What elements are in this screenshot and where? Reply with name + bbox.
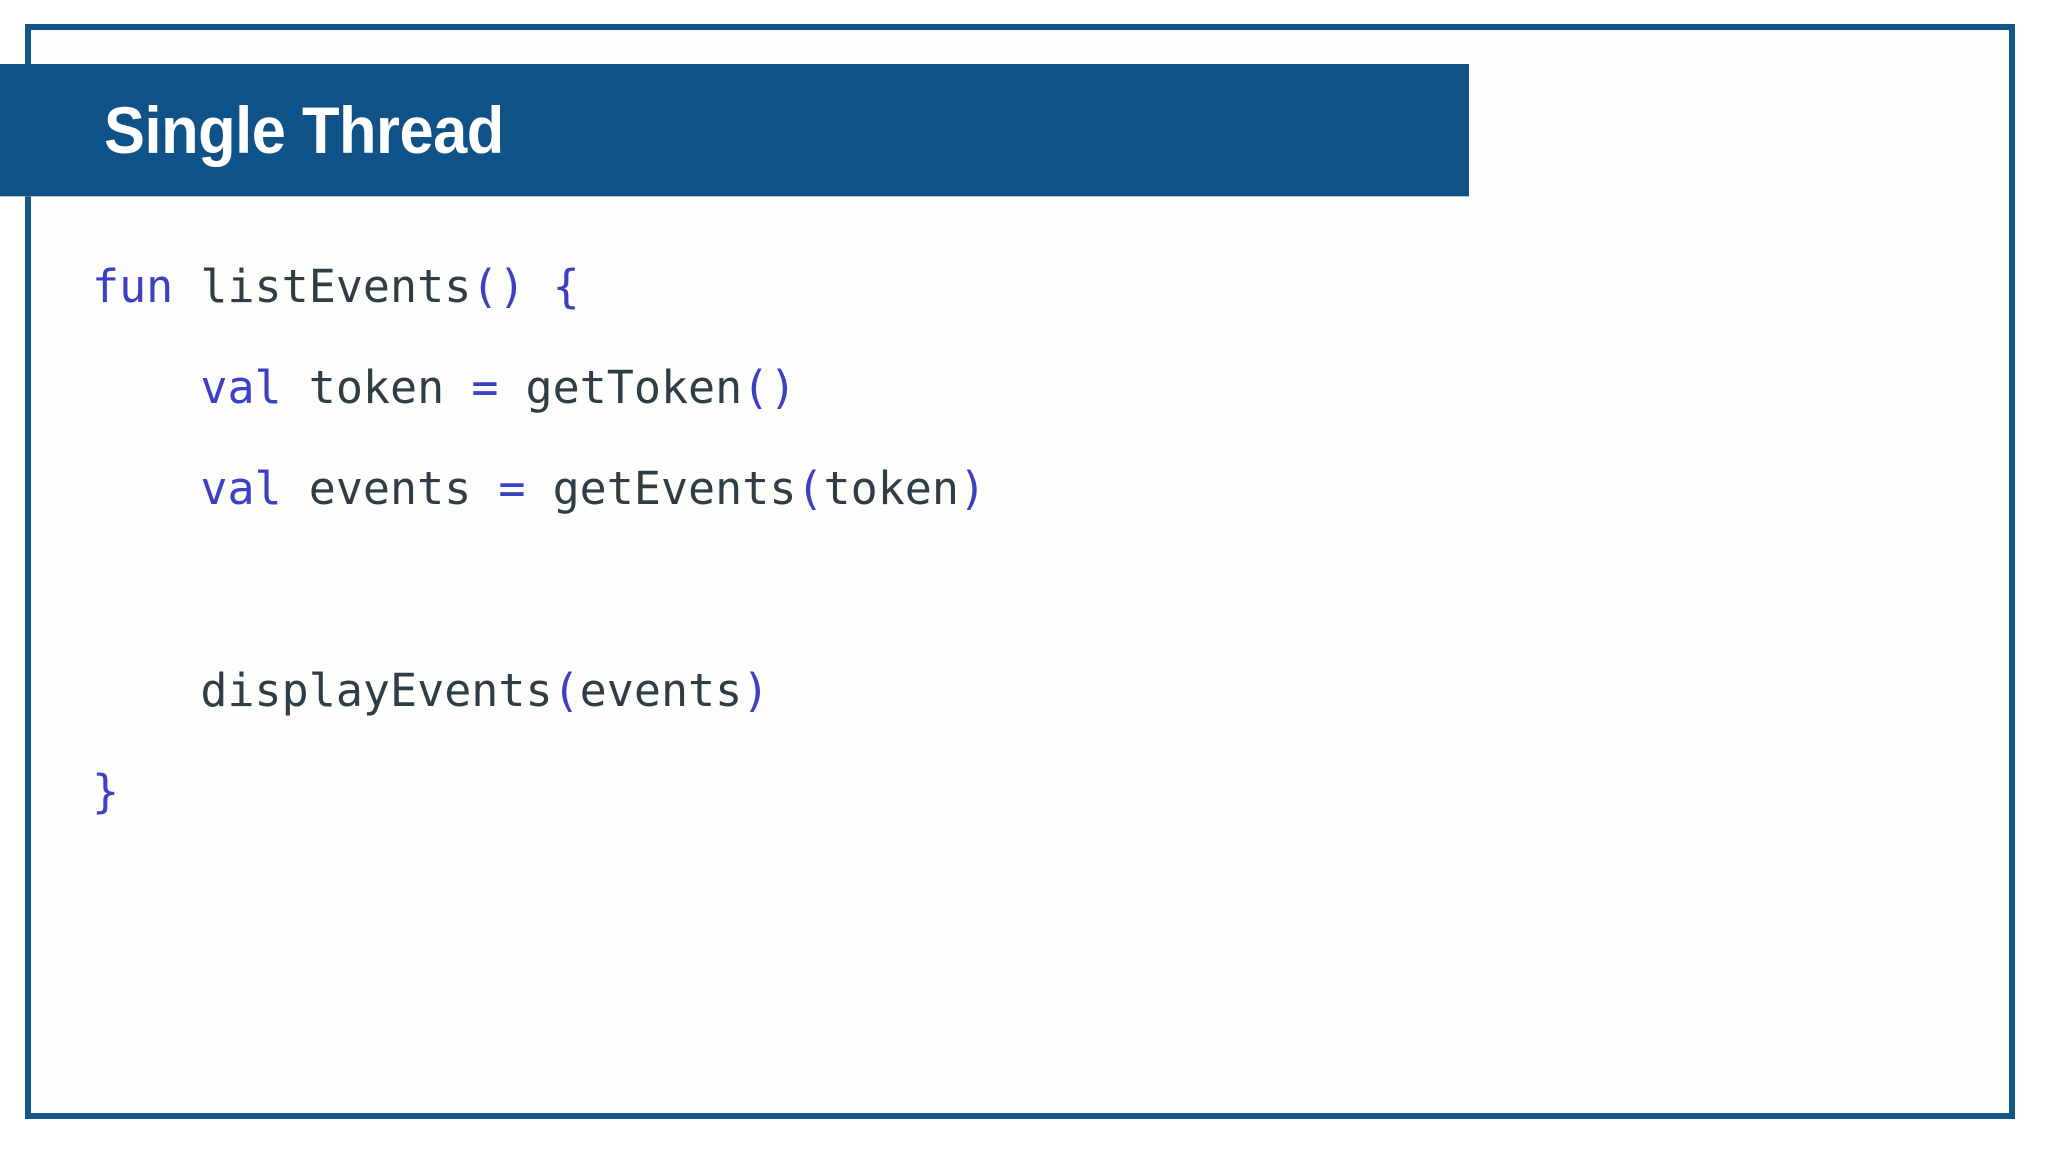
code-token-punctuation: ) (959, 462, 987, 515)
code-token-punctuation: ( (796, 462, 824, 515)
code-token-identifier: getEvents (552, 462, 797, 515)
title-banner: Single Thread (0, 64, 1469, 196)
code-token-keyword: val (200, 361, 282, 414)
code-token-operator: = (498, 462, 526, 515)
code-token-identifier: token (308, 361, 445, 414)
code-token-identifier: events (308, 462, 472, 515)
code-token-plain (282, 361, 309, 414)
code-token-plain (471, 462, 498, 515)
code-token-identifier: token (823, 462, 959, 515)
code-token-identifier: events (579, 664, 743, 717)
code-token-plain (444, 361, 471, 414)
content-frame (25, 24, 2015, 1119)
code-token-operator: = (471, 361, 499, 414)
code-token-identifier: getToken (525, 361, 743, 414)
code-token-identifier: displayEvents (200, 664, 553, 717)
code-line: } (92, 741, 1988, 842)
code-token-identifier: listEvents (200, 260, 472, 313)
code-token-punctuation: } (92, 765, 120, 818)
code-token-plain (526, 462, 553, 515)
code-token-punctuation: ( (552, 664, 580, 717)
code-token-plain (526, 260, 553, 313)
slide-title: Single Thread (104, 93, 504, 167)
code-token-plain (498, 361, 525, 414)
code-indent (92, 361, 200, 414)
code-line: val events = getEvents(token) (92, 438, 1988, 539)
code-line: fun listEvents() { (92, 236, 1988, 337)
code-token-punctuation: { (552, 260, 580, 313)
code-token-plain (173, 260, 200, 313)
code-line: val token = getToken() (92, 337, 1988, 438)
code-token-punctuation: () (471, 260, 526, 313)
code-token-plain (282, 462, 309, 515)
code-indent (92, 462, 200, 515)
code-line: displayEvents(events) (92, 640, 1988, 741)
code-token-keyword: val (200, 462, 282, 515)
code-token-punctuation: ) (742, 664, 770, 717)
code-token-keyword: fun (92, 260, 174, 313)
code-line (92, 539, 1988, 640)
code-token-punctuation: () (742, 361, 797, 414)
code-block: fun listEvents() { val token = getToken(… (92, 236, 1988, 1092)
code-indent (92, 664, 200, 717)
